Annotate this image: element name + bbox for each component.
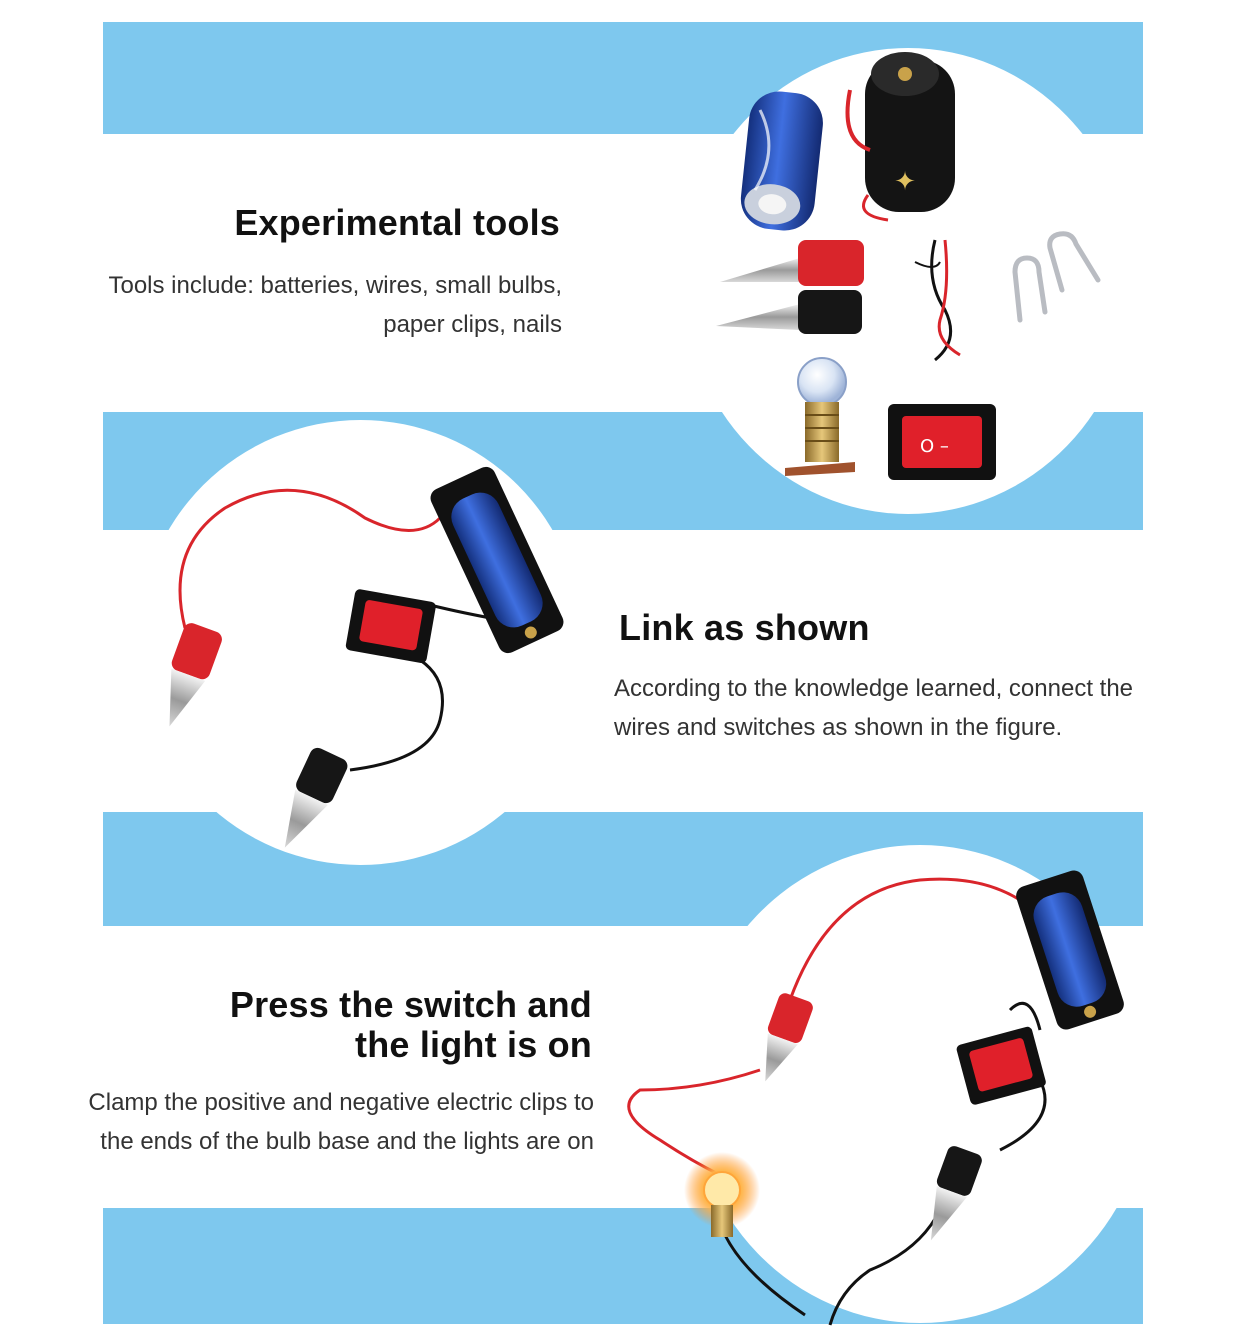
- lit-circuit-rocker-switch-icon: [956, 1026, 1046, 1105]
- tools-paper-clip-icon: [1012, 231, 1101, 323]
- tools-battery-icon: [740, 91, 823, 231]
- section-desc-link: According to the knowledge learned, conn…: [614, 675, 1134, 741]
- tools-red-clip-icon: [720, 240, 864, 286]
- tools-bulb-icon: [785, 357, 855, 476]
- circuit-red-clip-icon: [169, 623, 222, 727]
- tools-rocker-switch-icon: O –: [888, 404, 996, 480]
- lit-circuit-red-clip-icon: [765, 993, 813, 1082]
- svg-text:O –: O –: [920, 436, 949, 457]
- section-title-link: Link as shown: [619, 607, 870, 648]
- lit-circuit-battery-holder-icon: [1016, 870, 1124, 1030]
- section-title-light-on: Press the switch and the light is on: [229, 984, 592, 1065]
- section-desc-tools: Tools include: batteries, wires, small b…: [108, 272, 562, 338]
- circuit-black-clip-icon: [284, 747, 348, 848]
- svg-text:✦: ✦: [894, 167, 916, 197]
- circuit-battery-holder-icon: [430, 466, 564, 654]
- tools-black-clip-icon: [716, 290, 862, 334]
- circuit-rocker-switch-icon: [345, 589, 436, 664]
- section-title-tools: Experimental tools: [234, 202, 560, 243]
- lit-circuit-wire-icon: [627, 877, 1047, 1326]
- tools-battery-holder-icon: ✦: [845, 52, 955, 222]
- lit-circuit-bulb-icon: [684, 1152, 760, 1237]
- section-desc-light-on: Clamp the positive and negative electric…: [88, 1089, 594, 1155]
- lit-circuit-black-clip-icon: [930, 1146, 982, 1241]
- tools-wire-icon: [914, 239, 961, 362]
